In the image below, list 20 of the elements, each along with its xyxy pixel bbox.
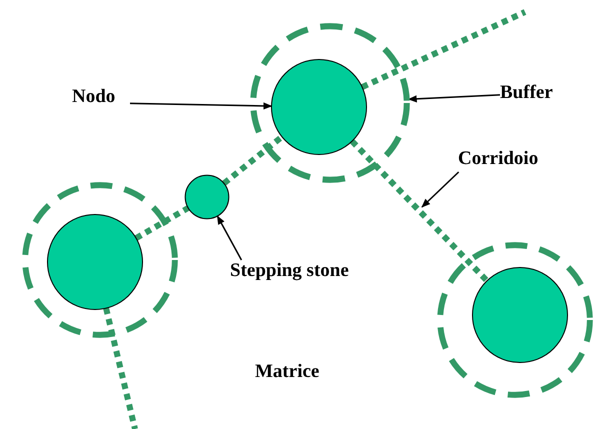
dashed-ring <box>437 242 593 398</box>
leader-line <box>421 171 460 208</box>
filled-circle <box>185 175 229 219</box>
filled-circle <box>271 59 367 155</box>
leader-line <box>130 102 272 110</box>
filled-circle <box>47 214 143 310</box>
area-label: Matrice <box>255 361 320 383</box>
callout-label: Buffer <box>500 82 570 106</box>
callout-label: Nodo <box>72 86 130 110</box>
dotted-corridor-line <box>360 9 526 90</box>
dotted-corridor-line <box>222 134 284 186</box>
dotted-corridor-line <box>350 139 490 283</box>
leader-line <box>216 215 242 260</box>
filled-circle <box>472 267 568 363</box>
leader-line <box>408 94 500 102</box>
dotted-corridor-line <box>103 308 138 429</box>
callout-label: Stepping stone <box>230 260 380 284</box>
dashed-ring <box>22 182 178 338</box>
callout-label: Corridoio <box>458 148 570 172</box>
dashed-ring <box>250 23 410 183</box>
